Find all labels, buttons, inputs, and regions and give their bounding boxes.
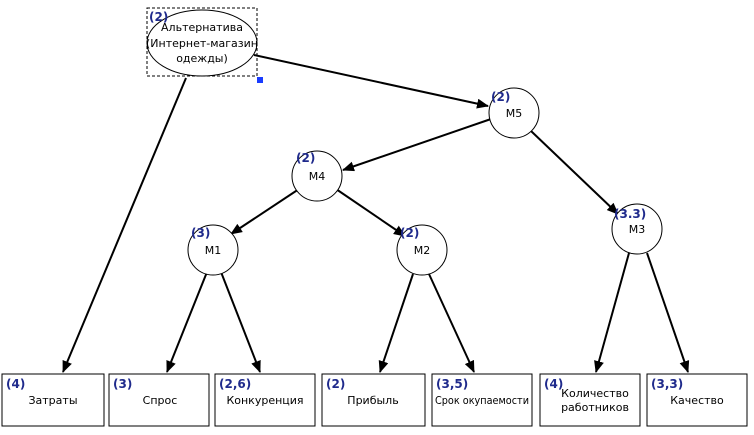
edge-m4-m2 (335, 188, 406, 237)
node-m5-label: М5 (506, 107, 523, 120)
leaf-pribyl-label: Прибыль (347, 394, 398, 407)
edge-m1-spros (166, 271, 208, 373)
leaf-zatraty-weight: (4) (6, 377, 25, 391)
leaf-spros-shape (108, 373, 210, 427)
node-m3-label: М3 (629, 223, 646, 236)
leaf-rabotniki-label-line-2: работников (561, 401, 629, 414)
leaf-kachestvo-label: Качество (670, 394, 724, 407)
leaf-spros[interactable]: (3) Спрос (108, 373, 210, 427)
leaf-zatraty-label: Затраты (28, 394, 77, 407)
node-m4[interactable]: (2) М4 (291, 150, 343, 202)
leaf-rabotniki-label-line-1: Количество (561, 387, 629, 400)
leaf-srok-label: Срок окупаемости (435, 394, 529, 407)
node-root-weight: (2) (149, 10, 168, 24)
leaf-kachestvo-shape (646, 373, 748, 427)
edge-m3-kachestvo (646, 252, 690, 373)
leaf-konkurenciya-shape (214, 373, 316, 427)
node-m4-weight: (2) (296, 151, 315, 165)
leaf-rabotniki-weight: (4) (544, 377, 563, 391)
node-m2-weight: (2) (400, 226, 419, 240)
edge-root-zatraty (62, 77, 187, 373)
leaf-konkurenciya-weight: (2,6) (219, 377, 251, 391)
leaf-spros-weight: (3) (113, 377, 132, 391)
edge-m1-konkurenciya (220, 271, 261, 373)
node-m2-shape (396, 224, 448, 276)
node-root[interactable]: (2) Альтернатива (Интернет-магазин одежд… (146, 7, 263, 83)
edge-m5-m3 (530, 130, 619, 215)
leaf-pribyl[interactable]: (2) Прибыль (321, 373, 426, 427)
edges (62, 54, 690, 373)
leaf-pribyl-weight: (2) (326, 377, 345, 391)
leaf-kachestvo[interactable]: (3,3) Качество (646, 373, 748, 427)
leaf-rabotniki-shape (539, 373, 641, 427)
node-m1-weight: (3) (191, 226, 210, 240)
node-m1-shape (187, 224, 239, 276)
edge-m4-m1 (230, 188, 300, 235)
leaf-srok-shape (431, 373, 533, 427)
node-m1-label: М1 (205, 244, 222, 257)
leaf-srok[interactable]: (3,5) Срок окупаемости (431, 373, 533, 427)
node-m1[interactable]: (3) М1 (187, 224, 239, 276)
node-root-label-line-1: Альтернатива (161, 21, 243, 34)
node-m5[interactable]: (2) М5 (488, 87, 540, 139)
leaf-kachestvo-weight: (3,3) (651, 377, 683, 391)
node-root-label-line-2: (Интернет-магазин (146, 37, 258, 50)
edge-m2-srok (428, 273, 475, 373)
selection-handle[interactable] (257, 77, 263, 83)
node-m3-weight: (3.3) (614, 207, 646, 221)
edge-m5-m4 (342, 118, 492, 172)
node-m3-shape (611, 203, 663, 255)
edge-root-m5 (253, 54, 489, 109)
leaf-konkurenciya[interactable]: (2,6) Конкуренция (214, 373, 316, 427)
leaf-spros-label: Спрос (143, 394, 178, 407)
node-m2-label: М2 (414, 244, 431, 257)
leaf-pribyl-shape (321, 373, 426, 427)
edge-m2-pribyl (378, 273, 414, 373)
node-m4-label: М4 (309, 170, 326, 183)
node-m5-shape (488, 87, 540, 139)
node-root-shape (146, 9, 258, 77)
leaf-konkurenciya-label: Конкуренция (226, 394, 303, 407)
node-m2[interactable]: (2) М2 (396, 224, 448, 276)
leaf-rabotniki[interactable]: (4) Количество работников (539, 373, 641, 427)
node-m3[interactable]: (3.3) М3 (611, 203, 663, 255)
leaf-zatraty-shape (1, 373, 105, 427)
leaf-srok-weight: (3,5) (436, 377, 468, 391)
node-m5-weight: (2) (491, 90, 510, 104)
node-root-label-line-3: одежды) (176, 52, 228, 65)
leaf-zatraty[interactable]: (4) Затраты (1, 373, 105, 427)
node-m4-shape (291, 150, 343, 202)
edge-m3-rabotniki (594, 252, 630, 373)
